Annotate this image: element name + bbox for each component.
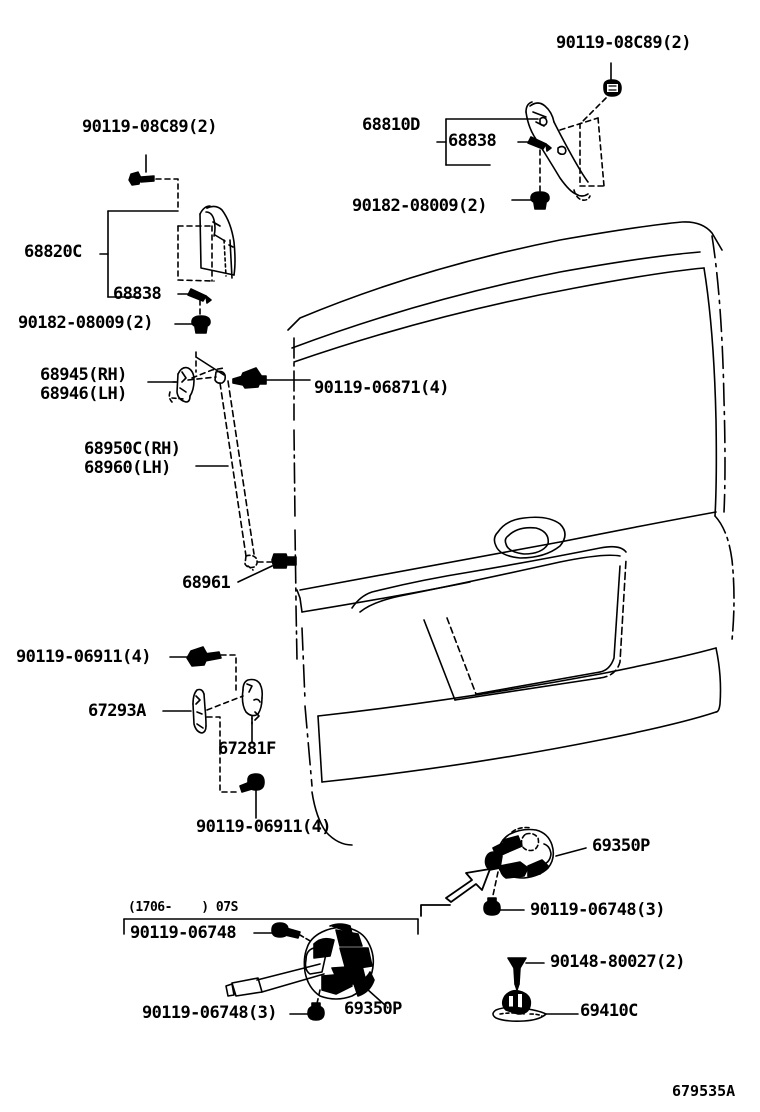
label-striker-bracket: 67281F [218, 739, 276, 759]
lock-body-upper [484, 826, 555, 879]
bolt-glyph-inset-lower [307, 1002, 325, 1021]
bolt-glyph-striker-upper [186, 646, 222, 667]
nut-glyph-right [530, 191, 550, 210]
striker-bracket-group [162, 646, 265, 819]
label-bolt-lock-inset-3: 90119-06748(3) [142, 1003, 277, 1023]
label-stay-damper-rh: 68950C(RH) [84, 439, 181, 459]
label-bolt-top-right: 90119-08C89(2) [556, 33, 691, 53]
seal-glyph-left [187, 288, 212, 304]
seal-glyph-right [527, 136, 552, 152]
label-nut-right: 90182-08009(2) [352, 196, 487, 216]
label-stay-bracket-lh: 68946(LH) [40, 384, 127, 404]
label-lock-assy-upper: 69350P [592, 836, 650, 856]
label-bolt-top-left: 90119-08C89(2) [82, 117, 217, 137]
stay-damper-body [214, 370, 258, 571]
label-stay-clip: 68961 [182, 573, 231, 593]
hinge-left-group [99, 154, 236, 334]
label-date-range: (1706- ) 07S [128, 900, 238, 915]
back-door-panel-outline [287, 221, 735, 846]
striker-plate-group [492, 957, 579, 1022]
label-screw-striker: 90148-80027(2) [550, 952, 685, 972]
label-bolt-lock-inset: 90119-06748 [130, 923, 237, 943]
label-hinge-right: 68810D [362, 115, 420, 135]
bolt-glyph-right [603, 79, 622, 97]
callout-arrow [420, 868, 491, 917]
clip-glyph-68961 [271, 553, 297, 569]
hinge-right-group [436, 62, 622, 210]
striker-plate-body [492, 989, 547, 1022]
bolt-glyph-left [128, 171, 155, 186]
label-stay-bracket-rh: 68945(RH) [40, 365, 127, 385]
lock-assy-upper-group [483, 826, 587, 916]
label-bolt-striker-upper: 90119-06911(4) [16, 647, 151, 667]
bolt-glyph-stay [232, 367, 267, 389]
diagram-id: 679535A [672, 1082, 736, 1100]
label-stay-damper-lh: 68960(LH) [84, 458, 171, 478]
label-bolt-stay: 90119-06871(4) [314, 378, 449, 398]
label-nut-left: 90182-08009(2) [18, 313, 153, 333]
label-lock-assy-inset: 69350P [344, 999, 402, 1019]
screw-glyph-striker [507, 957, 527, 991]
stay-damper-group [147, 351, 311, 583]
bolt-glyph-striker-lower [239, 773, 265, 793]
label-hinge-right-seal: 68838 [448, 131, 497, 151]
lock-inset-group [123, 918, 419, 1021]
label-bolt-striker-lower: 90119-06911(4) [196, 817, 331, 837]
label-bolt-lock-upper: 90119-06748(3) [530, 900, 665, 920]
bolt-glyph-inset [271, 922, 301, 939]
bolt-glyph-lock-upper [483, 897, 525, 916]
label-hinge-left-seal: 68838 [113, 284, 162, 304]
nut-glyph-left [191, 315, 211, 334]
label-striker-plate: 69410C [580, 1001, 638, 1021]
label-hinge-left: 68820C [24, 242, 82, 262]
label-hinge-cover: 67293A [88, 701, 146, 721]
